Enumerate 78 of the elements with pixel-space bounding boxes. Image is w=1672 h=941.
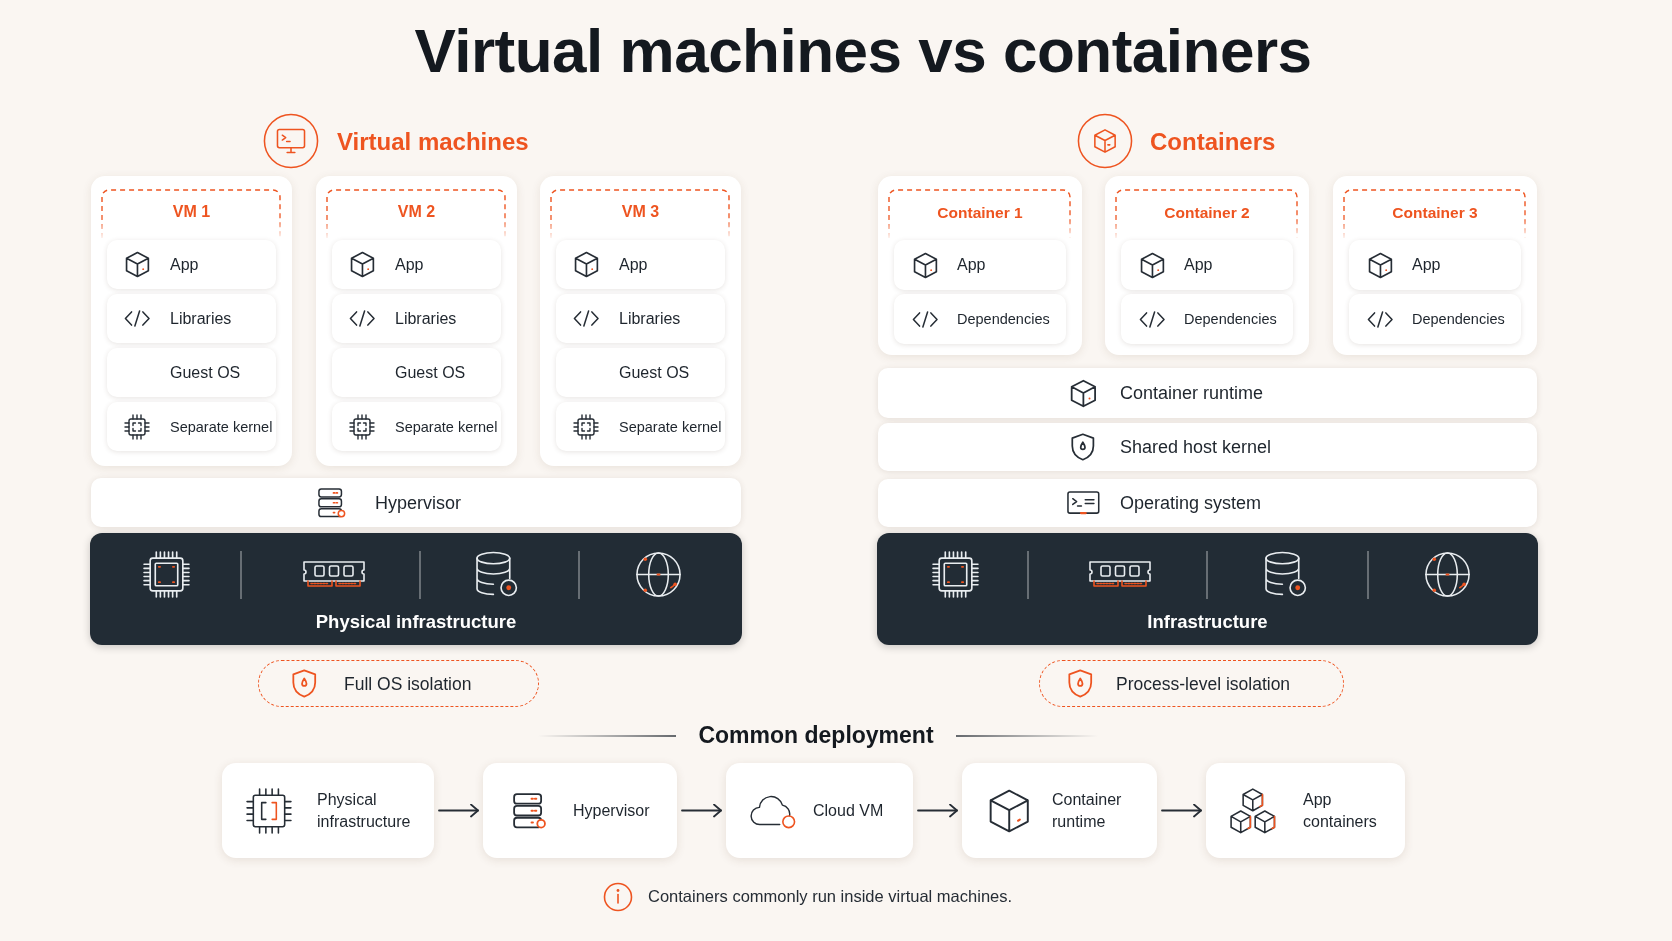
layer-label: App [1184, 255, 1213, 275]
card-heading: Container 2 [1164, 203, 1250, 223]
arrow [917, 803, 958, 818]
title: Virtual machines vs containers [414, 14, 1312, 87]
step-label: App containers [1303, 789, 1378, 832]
layer-row [332, 294, 501, 343]
layer-label: Shared host kernel [1120, 435, 1272, 459]
layer-label: Dependencies [1184, 309, 1277, 329]
step-label: Container runtime [1052, 789, 1123, 832]
layer-row [1349, 294, 1521, 344]
arrow [1161, 803, 1202, 818]
isolation-label: Full OS isolation [344, 673, 472, 696]
isolation-label: Process-level isolation [1116, 673, 1291, 696]
layer-label: Separate kernel [395, 417, 498, 436]
layer-label: Guest OS [395, 362, 466, 383]
section-heading: Virtual machines [337, 127, 529, 157]
card-heading: VM 3 [621, 202, 660, 222]
section-heading: Common deployment [698, 722, 934, 750]
layer-row [107, 402, 276, 451]
layer-label: Libraries [395, 308, 457, 329]
layer-label: Dependencies [957, 309, 1050, 329]
layer-label: Guest OS [170, 362, 241, 383]
step-card [1206, 763, 1405, 858]
layer-row [894, 240, 1066, 290]
panel-label: Infrastructure [1147, 610, 1268, 634]
step-label: Cloud VM [813, 800, 885, 821]
layer-label: Guest OS [619, 362, 690, 383]
layer-row [556, 402, 725, 451]
layer-row [1121, 240, 1293, 290]
layer-row [332, 402, 501, 451]
layer-bar [878, 368, 1537, 418]
layer-row [332, 240, 501, 289]
section-heading: Containers [1150, 127, 1276, 157]
step-card [726, 763, 913, 858]
infrastructure-panel [877, 533, 1538, 645]
container-card [878, 176, 1082, 355]
layer-bar [878, 479, 1537, 527]
layer-label: App [395, 254, 424, 275]
arrow [681, 803, 722, 818]
layer-label: Container runtime [1120, 381, 1264, 405]
step-label: Physical infrastructure [317, 789, 412, 832]
layer-label: Hypervisor [375, 491, 462, 514]
step-card [483, 763, 677, 858]
panel-label: Physical infrastructure [315, 610, 517, 634]
layer-row [556, 240, 725, 289]
card-heading: Container 3 [1392, 203, 1478, 223]
layer-label: Dependencies [1412, 309, 1505, 329]
vm-card [91, 176, 292, 466]
step-card [222, 763, 434, 858]
layer-label: Separate kernel [170, 417, 273, 436]
layer-label: Libraries [170, 308, 232, 329]
layer-label: Libraries [619, 308, 681, 329]
step-card [962, 763, 1157, 858]
layer-label: App [1412, 255, 1441, 275]
layer-row [107, 240, 276, 289]
infrastructure-panel [90, 533, 742, 645]
arrow [438, 803, 479, 818]
layer-label: Separate kernel [619, 417, 722, 436]
layer-row [1121, 294, 1293, 344]
layer-row [894, 294, 1066, 344]
step-label: Hypervisor [573, 800, 651, 821]
layer-label: Operating system [1120, 491, 1262, 515]
layer-label: App [957, 255, 986, 275]
card-heading: VM 2 [397, 202, 436, 222]
vm-card [316, 176, 517, 466]
layer-bar [91, 478, 741, 527]
layer-row [107, 294, 276, 343]
layer-label: App [170, 254, 199, 275]
card-heading: VM 1 [172, 202, 211, 222]
layer-row [556, 294, 725, 343]
layer-row [1349, 240, 1521, 290]
layer-bar [878, 423, 1537, 471]
card-heading: Container 1 [937, 203, 1023, 223]
note-text: Containers commonly run inside virtual machines. [648, 887, 1013, 907]
container-card [1333, 176, 1537, 355]
container-card [1105, 176, 1309, 355]
vm-card [540, 176, 741, 466]
layer-label: App [619, 254, 648, 275]
